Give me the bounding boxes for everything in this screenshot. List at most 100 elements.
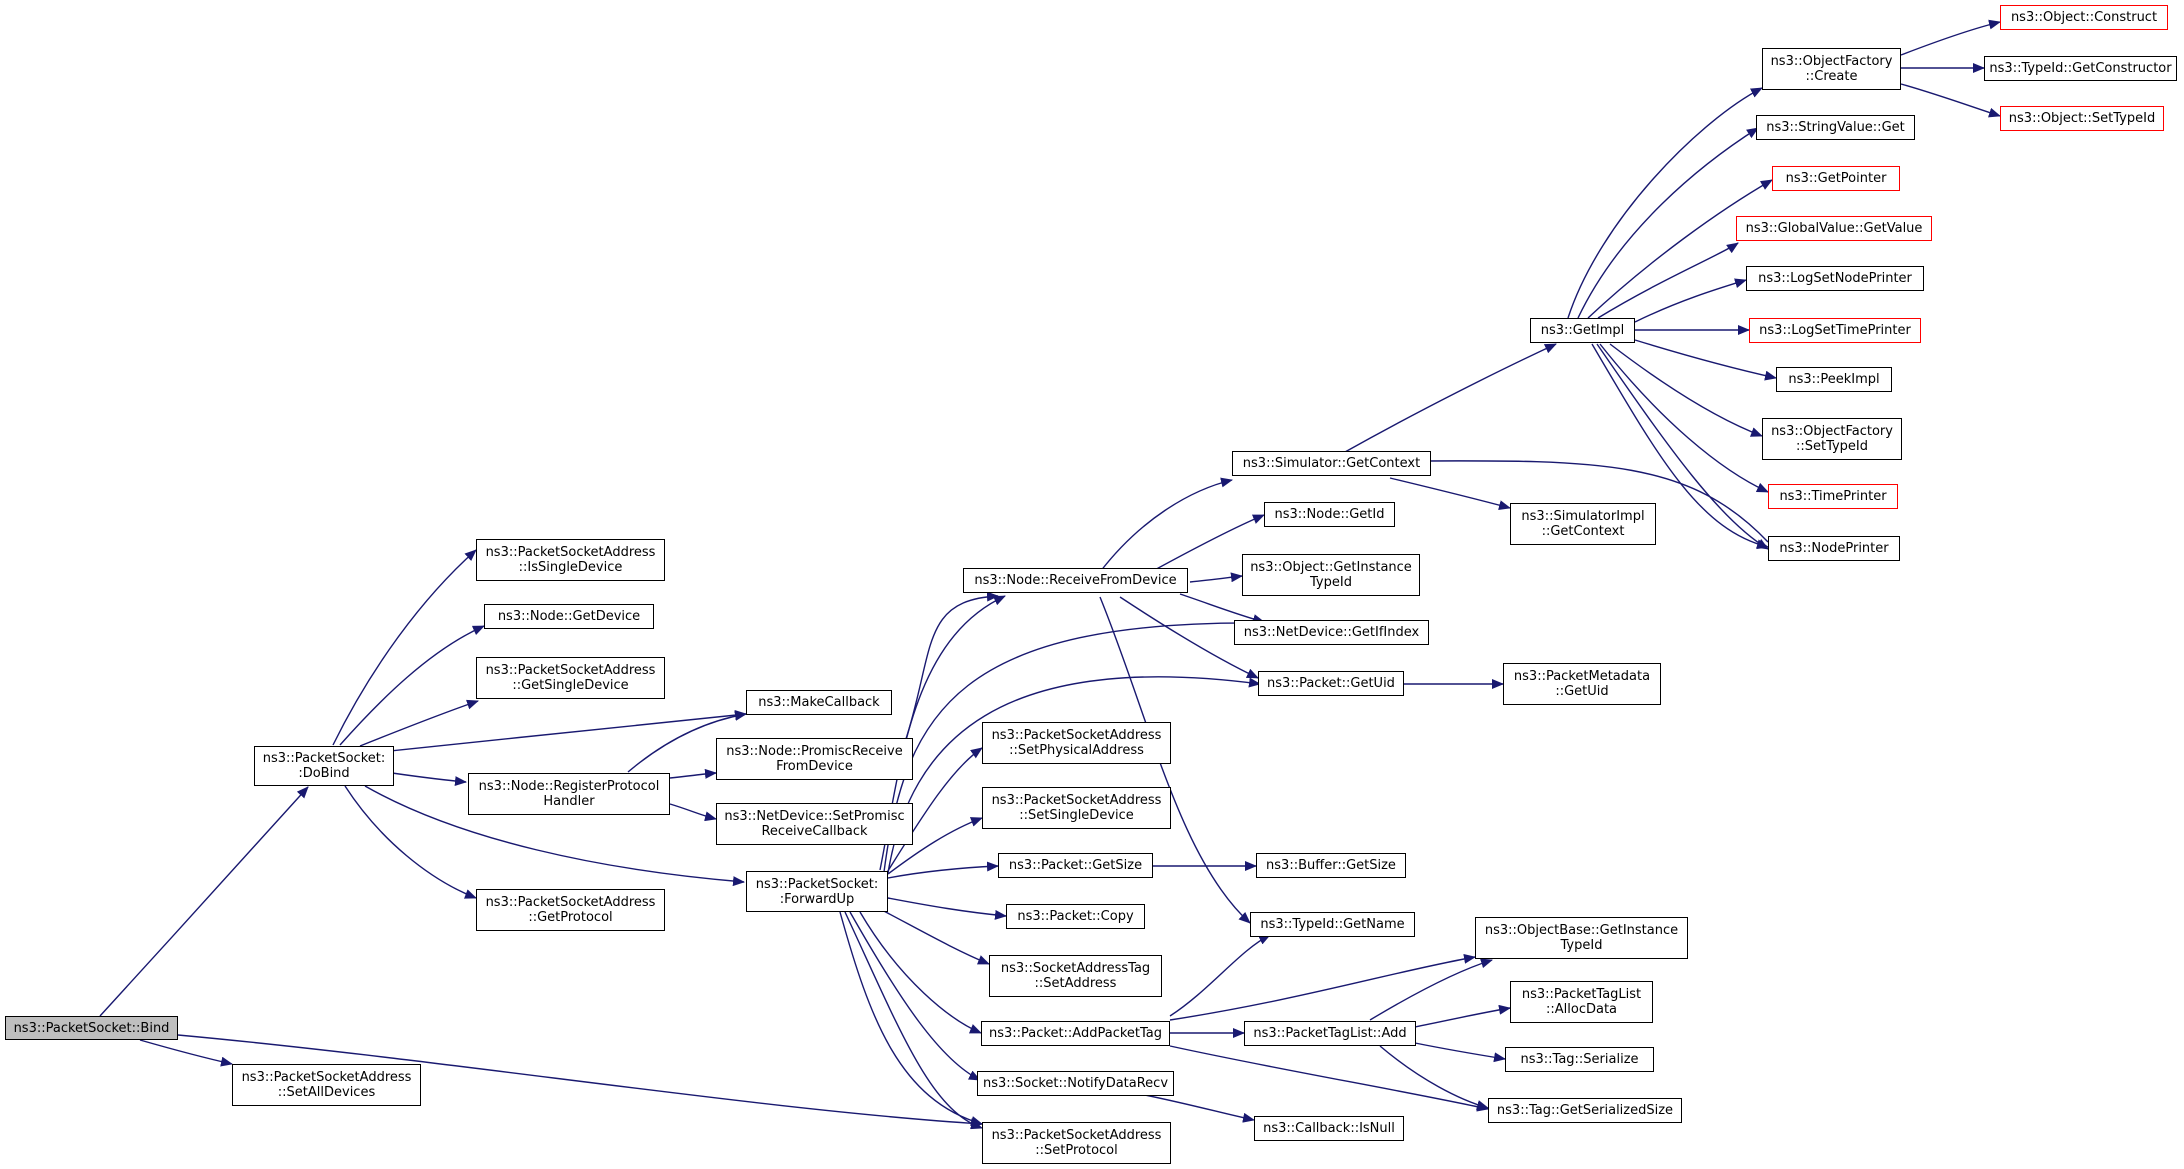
node-timeprinter[interactable]: ns3::TimePrinter — [1768, 484, 1898, 509]
edge-fu-socketaddresstag — [879, 908, 990, 965]
node-node-getid[interactable]: ns3::Node::GetId — [1264, 502, 1395, 527]
node-packetsocket-bind: ns3::PacketSocket::Bind — [5, 1016, 178, 1040]
node-packetmetadata-getuid[interactable]: ns3::PacketMetadata ::GetUid — [1503, 663, 1661, 705]
node-object-settypeid[interactable]: ns3::Object::SetTypeId — [2000, 106, 2164, 131]
node-label-line: ns3::ObjectFactory — [1770, 54, 1893, 69]
edge-dobind-makecallback — [379, 710, 747, 753]
node-label-line: ns3::SimulatorImpl — [1521, 509, 1645, 524]
node-buffer-getsize[interactable]: ns3::Buffer::GetSize — [1256, 853, 1406, 878]
node-socket-notifydatarecv[interactable]: ns3::Socket::NotifyDataRecv — [977, 1071, 1174, 1096]
node-registerprotocolhandler[interactable]: ns3::Node::RegisterProtocol Handler — [468, 773, 670, 815]
node-label-line: ::SetAddress — [1034, 976, 1117, 991]
node-label-line: ns3::SocketAddressTag — [1000, 961, 1151, 976]
node-simulator-getcontext[interactable]: ns3::Simulator::GetContext — [1232, 451, 1431, 476]
edge-ofc-objectsettypeid — [1900, 83, 2001, 118]
node-packettaglist-allocdata[interactable]: ns3::PacketTagList ::AllocData — [1510, 981, 1653, 1023]
node-makecallback[interactable]: ns3::MakeCallback — [746, 690, 892, 715]
node-packetsocket-dobind[interactable]: ns3::PacketSocket: :DoBind — [254, 746, 394, 786]
node-label-line: ::IsSingleDevice — [518, 560, 623, 575]
node-logsettimeprinter[interactable]: ns3::LogSetTimePrinter — [1749, 318, 1921, 343]
node-label-line: ns3::NetDevice::SetPromisc — [724, 809, 905, 824]
node-typeid-getconstructor[interactable]: ns3::TypeId::GetConstructor — [1984, 56, 2177, 81]
edge-getimpl-getpointer — [1587, 179, 1773, 319]
node-promiscreceivefromdevice[interactable]: ns3::Node::PromiscReceive FromDevice — [716, 738, 913, 780]
edge-fu-addpackettag — [859, 911, 982, 1034]
node-label-line: ns3::Packet::GetUid — [1267, 676, 1395, 691]
edge-rfd-getifindex — [1179, 593, 1265, 624]
node-label-line: ::SetTypeId — [1795, 439, 1869, 454]
edge-ofc-objectconstruct — [1900, 19, 2001, 56]
edge-ptla-allocdata — [1414, 1004, 1511, 1028]
node-label-line: ns3::PeekImpl — [1788, 372, 1880, 387]
edge-rph-makecallback — [627, 710, 747, 773]
node-setsingledevice[interactable]: ns3::PacketSocketAddress ::SetSingleDevi… — [982, 787, 1171, 829]
node-getsingledevice[interactable]: ns3::PacketSocketAddress ::GetSingleDevi… — [476, 657, 665, 699]
node-globalvalue-getvalue[interactable]: ns3::GlobalValue::GetValue — [1736, 216, 1932, 241]
node-logsetnodeprinter[interactable]: ns3::LogSetNodePrinter — [1746, 266, 1924, 291]
edge-getimpl-globalvaluegetvalue — [1597, 242, 1739, 319]
edge-dobind-getdevice — [339, 625, 485, 746]
edge-apt-typeidgetname — [1169, 934, 1271, 1017]
node-label-line: ns3::Node::GetId — [1274, 507, 1385, 522]
node-getpointer[interactable]: ns3::GetPointer — [1772, 166, 1900, 191]
edge-fu-setsingledevice — [887, 817, 983, 875]
edge-rfd-simgetcontext — [1099, 477, 1233, 573]
node-objectfactory-settypeid[interactable]: ns3::ObjectFactory ::SetTypeId — [1762, 418, 1902, 460]
node-peekimpl[interactable]: ns3::PeekImpl — [1776, 367, 1892, 392]
node-objectbase-getinstancetypeid[interactable]: ns3::ObjectBase::GetInstance TypeId — [1475, 917, 1688, 959]
node-label-line: ns3::Node::GetDevice — [497, 609, 641, 624]
node-setpromiscreceivecallback[interactable]: ns3::NetDevice::SetPromisc ReceiveCallba… — [716, 803, 913, 845]
node-label-line: ns3::Callback::IsNull — [1263, 1121, 1395, 1136]
edge-getimpl-objfactorysettypeid — [1609, 343, 1763, 437]
node-label-line: ns3::NetDevice::GetIfIndex — [1243, 625, 1420, 640]
node-netdevice-getifindex[interactable]: ns3::NetDevice::GetIfIndex — [1234, 620, 1429, 645]
node-receivefromdevice[interactable]: ns3::Node::ReceiveFromDevice — [963, 568, 1188, 593]
edge-apt-objbasegetinstancetypeid — [1169, 953, 1476, 1021]
node-issingledevice[interactable]: ns3::PacketSocketAddress ::IsSingleDevic… — [476, 539, 665, 581]
edge-bind-setprotocol — [177, 1034, 983, 1129]
node-label-line: ns3::PacketSocket::Bind — [13, 1020, 170, 1036]
node-packet-addpackettag[interactable]: ns3::Packet::AddPacketTag — [981, 1021, 1170, 1046]
node-packet-getuid[interactable]: ns3::Packet::GetUid — [1258, 671, 1404, 696]
node-label-line: ::GetProtocol — [528, 910, 613, 925]
node-getimpl[interactable]: ns3::GetImpl — [1530, 318, 1635, 343]
node-label-line: ns3::Packet::GetSize — [1008, 858, 1143, 873]
node-label-line: ns3::Object::Construct — [2010, 10, 2158, 25]
node-socketaddresstag-setaddress[interactable]: ns3::SocketAddressTag ::SetAddress — [989, 955, 1162, 997]
node-packettaglist-add[interactable]: ns3::PacketTagList::Add — [1244, 1021, 1416, 1046]
node-setalldevices[interactable]: ns3::PacketSocketAddress ::SetAllDevices — [232, 1064, 421, 1106]
node-label-line: ns3::Node::PromiscReceive — [726, 744, 903, 759]
edge-rfd-objgetinstancetypeid — [1189, 572, 1243, 583]
edge-rfd-typeidgetname — [1099, 596, 1251, 924]
node-object-construct[interactable]: ns3::Object::Construct — [2000, 5, 2168, 30]
edge-fu-packetcopy — [887, 897, 1007, 920]
node-callback-isnull[interactable]: ns3::Callback::IsNull — [1254, 1116, 1404, 1141]
node-label-line: ns3::PacketSocket: — [262, 751, 386, 766]
node-label-line: ns3::Buffer::GetSize — [1266, 858, 1396, 873]
node-packetsocket-forwardup[interactable]: ns3::PacketSocket: :ForwardUp — [746, 871, 888, 912]
node-setphysicaladdress[interactable]: ns3::PacketSocketAddress ::SetPhysicalAd… — [982, 722, 1171, 764]
edge-getimpl-nodeprinter-b — [1596, 343, 1769, 550]
node-label-line: TypeId — [1310, 575, 1352, 590]
node-tag-serialize[interactable]: ns3::Tag::Serialize — [1505, 1047, 1654, 1072]
node-object-getinstancetypeid[interactable]: ns3::Object::GetInstance TypeId — [1242, 554, 1420, 596]
node-getdevice[interactable]: ns3::Node::GetDevice — [484, 604, 654, 629]
node-packet-copy[interactable]: ns3::Packet::Copy — [1006, 904, 1145, 929]
node-label-line: ns3::TypeId::GetName — [1260, 917, 1405, 932]
node-stringvalue-get[interactable]: ns3::StringValue::Get — [1756, 115, 1915, 140]
node-label-line: ns3::Tag::GetSerializedSize — [1496, 1103, 1674, 1118]
node-objectfactory-create[interactable]: ns3::ObjectFactory ::Create — [1762, 48, 1901, 90]
node-packet-getsize[interactable]: ns3::Packet::GetSize — [998, 853, 1153, 878]
node-nodeprinter[interactable]: ns3::NodePrinter — [1768, 536, 1900, 561]
edge-getimpl-stringvalueget — [1577, 127, 1759, 319]
node-label-line: ::AllocData — [1545, 1002, 1618, 1017]
node-label-line: ns3::Packet::Copy — [1017, 909, 1134, 924]
node-typeid-getname[interactable]: ns3::TypeId::GetName — [1250, 912, 1415, 937]
node-tag-getserializedsize[interactable]: ns3::Tag::GetSerializedSize — [1488, 1098, 1682, 1123]
edge-getimpl-objfactorycreate — [1567, 87, 1763, 319]
node-simulatorimpl-getcontext[interactable]: ns3::SimulatorImpl ::GetContext — [1510, 503, 1656, 545]
node-label-line: ::SetProtocol — [1035, 1143, 1118, 1158]
edge-fu-packetgetsize — [887, 861, 999, 879]
node-setprotocol[interactable]: ns3::PacketSocketAddress ::SetProtocol — [982, 1122, 1171, 1164]
node-getprotocol[interactable]: ns3::PacketSocketAddress ::GetProtocol — [476, 889, 665, 931]
